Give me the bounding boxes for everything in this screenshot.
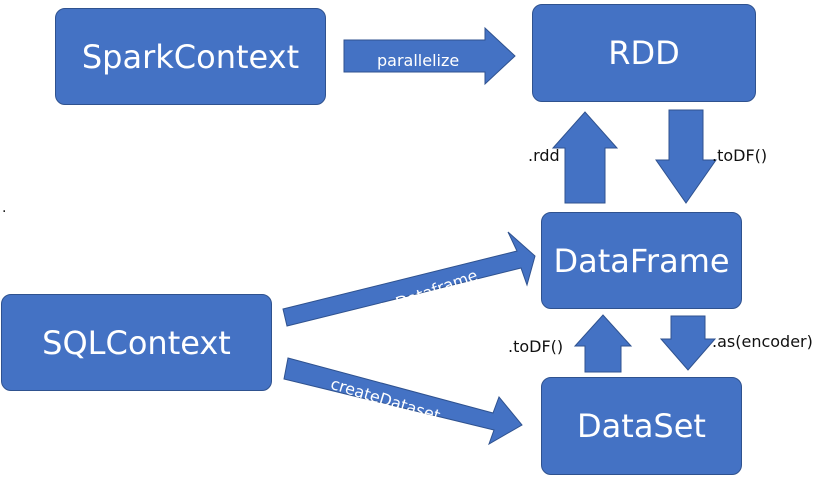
arrow-parallelize (343, 26, 516, 86)
arrow-up-todf (573, 314, 633, 373)
edge-label-parallelize: parallelize (377, 51, 460, 70)
edge-label-as-encoder: .as(encoder) (712, 332, 813, 351)
node-dataset: DataSet (541, 377, 742, 475)
node-label: RDD (608, 34, 680, 72)
arrow-read-createdataframe (282, 231, 536, 327)
arrow-down-as-encoder (659, 315, 717, 371)
node-label: DataSet (577, 407, 706, 445)
node-label: SparkContext (81, 37, 300, 76)
node-dataframe: DataFrame (541, 212, 742, 309)
node-label: SQLContext (42, 323, 231, 362)
stray-dot-mark: . (2, 200, 7, 216)
arrow-down-todf (655, 109, 717, 204)
node-sqlcontext: SQLContext (1, 294, 272, 391)
edge-label-todf-from-dataset: .toDF() (508, 337, 564, 356)
edge-label-rdd: .rdd (528, 146, 560, 165)
edge-label-todf-from-rdd: .toDF() (712, 146, 768, 165)
node-label: DataFrame (553, 241, 730, 280)
arrow-up-rdd (551, 111, 619, 204)
arrow-createdataset (283, 357, 523, 446)
node-rdd: RDD (532, 4, 756, 102)
node-sparkcontext: SparkContext (55, 8, 326, 105)
